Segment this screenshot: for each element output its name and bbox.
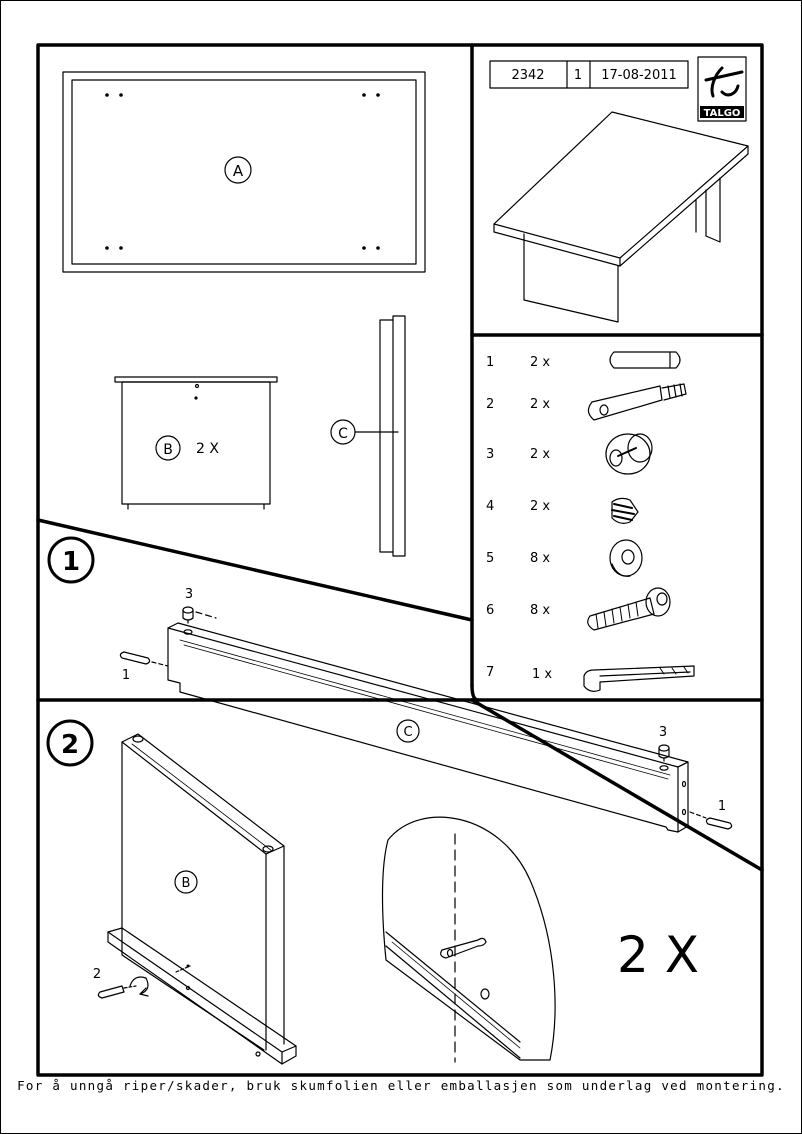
cam-lock-icon <box>658 744 670 765</box>
hardware-quantity: 2 x <box>530 355 550 370</box>
part-c-label: C <box>338 426 348 442</box>
step-2-b-label: B <box>182 876 191 891</box>
part-b-label-circle <box>155 435 181 461</box>
part-b-quantity: 2 X <box>196 441 219 457</box>
assembled-table-illustration <box>493 111 749 323</box>
divider-diagonal-1 <box>36 518 474 622</box>
step-2: 2 B 2 <box>46 719 699 1065</box>
hardware-number: 6 <box>486 603 494 618</box>
article-number: 2342 <box>511 68 544 83</box>
sheet-number: 1 <box>574 68 582 83</box>
callout-3-right: 3 <box>659 725 667 740</box>
hardware-row: 6 8 x <box>486 587 671 631</box>
hardware-row: 4 2 x <box>486 497 639 524</box>
hardware-number: 7 <box>486 665 494 680</box>
step-1-c-circle <box>396 719 420 743</box>
step-2-number: 2 <box>61 730 79 760</box>
step-2-b-circle <box>174 870 198 894</box>
step-1-badge <box>47 536 95 584</box>
step-2-multiplier: 2 X <box>617 926 699 984</box>
part-c-beam: C <box>330 315 406 557</box>
callout-2: 2 <box>93 967 101 982</box>
cam-lock-icon <box>605 433 653 475</box>
hardware-row: 1 2 x <box>486 351 681 370</box>
hardware-number: 5 <box>486 551 494 566</box>
leg-panel-b-perspective <box>107 733 297 1065</box>
talgo-logo-icon: TALGO <box>697 56 747 122</box>
part-a-tabletop: A <box>62 71 426 273</box>
detail-bubble <box>381 816 556 1063</box>
part-a-label-circle <box>224 156 252 184</box>
washer-icon <box>609 539 643 577</box>
hardware-number: 4 <box>486 499 494 514</box>
callout-1-right: 1 <box>718 799 726 814</box>
part-a-label: A <box>233 162 244 180</box>
hardware-quantity: 2 x <box>530 499 550 514</box>
divider-diagonal-2 <box>470 698 764 872</box>
part-b-label: B <box>163 442 173 458</box>
dowel-icon <box>689 811 733 830</box>
cam-bolt-icon <box>587 383 687 421</box>
part-b-leg: B 2 X <box>114 376 278 510</box>
callout-1-left: 1 <box>122 668 130 683</box>
step-1-c-label: C <box>403 725 412 740</box>
hardware-row: 5 8 x <box>486 539 643 577</box>
dowel-icon <box>609 351 681 369</box>
dowel-icon <box>119 651 169 667</box>
socket-bolt-icon <box>587 587 671 631</box>
hardware-number: 2 <box>486 397 494 412</box>
drawing-frame <box>36 43 764 1077</box>
drawing-date: 17-08-2011 <box>601 68 677 83</box>
hardware-quantity: 8 x <box>530 603 550 618</box>
allen-key-icon <box>583 665 695 692</box>
title-block: 2342 1 17-08-2011 <box>489 60 689 89</box>
hardware-row: 3 2 x <box>486 433 653 475</box>
cam-bolt-icon <box>97 964 191 999</box>
hardware-quantity: 8 x <box>530 551 550 566</box>
beam-c-perspective <box>167 622 689 833</box>
footer-note: For å unngå riper/skader, bruk skumfolie… <box>17 1078 785 1093</box>
step-1: 1 C 3 1 <box>47 536 733 833</box>
step-2-badge <box>46 719 94 767</box>
hardware-number: 1 <box>486 355 494 370</box>
callout-3-left: 3 <box>185 587 193 602</box>
divider-hardware-corner <box>470 683 480 702</box>
hardware-quantity: 2 x <box>530 447 550 462</box>
hardware-number: 3 <box>486 447 494 462</box>
hardware-list: 1 2 x 2 2 x 3 2 x <box>486 351 695 692</box>
hardware-row: 2 2 x <box>486 383 687 421</box>
part-c-label-circle <box>330 419 356 445</box>
logo-text: TALGO <box>704 108 741 119</box>
hardware-quantity: 1 x <box>532 667 552 682</box>
step-1-number: 1 <box>62 547 80 577</box>
insert-nut-icon <box>611 497 639 524</box>
cam-lock-icon <box>182 606 217 627</box>
hardware-row: 7 1 x <box>486 665 695 692</box>
hardware-quantity: 2 x <box>530 397 550 412</box>
